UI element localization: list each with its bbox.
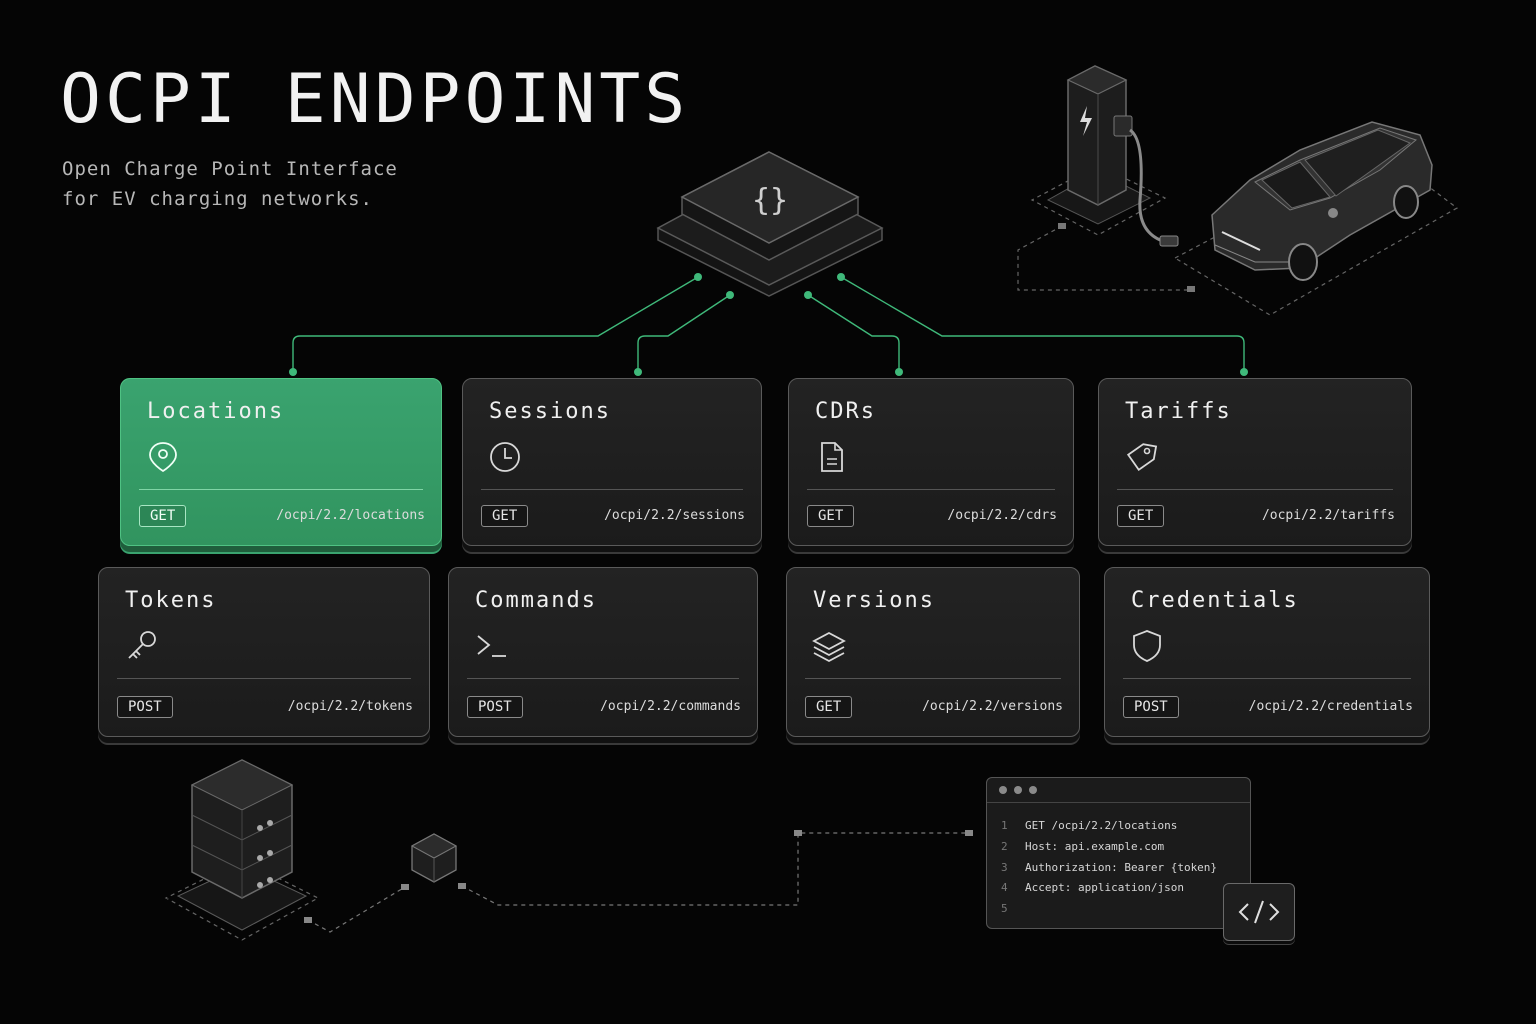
- line-number: 2: [1001, 839, 1008, 853]
- cube-node-icon: [410, 833, 458, 883]
- curly-braces-icon: {}: [656, 151, 884, 297]
- card-divider: [467, 678, 739, 679]
- tag-icon: [1126, 443, 1158, 472]
- card-divider: [1123, 678, 1411, 679]
- http-method-badge: POST: [467, 696, 523, 718]
- endpoint-title: Tokens: [125, 588, 217, 613]
- page-title: OCPI ENDPOINTS: [60, 60, 690, 139]
- card-divider: [139, 489, 423, 490]
- endpoint-path: /ocpi/2.2/commands: [600, 699, 741, 714]
- network-link-dots: [304, 830, 973, 923]
- endpoint-title: Locations: [147, 399, 285, 424]
- page-subtitle: Open Charge Point Interface for EV charg…: [62, 154, 398, 214]
- endpoint-path: /ocpi/2.2/locations: [276, 508, 425, 523]
- code-line: 5: [1001, 899, 1250, 920]
- endpoint-title: Credentials: [1131, 588, 1299, 613]
- endpoint-title: Tariffs: [1125, 399, 1232, 424]
- card-divider: [1117, 489, 1393, 490]
- line-number: 5: [1001, 902, 1008, 916]
- terminal-icon: [477, 635, 506, 657]
- subtitle-line-1: Open Charge Point Interface: [62, 158, 398, 180]
- hub-connectors: [292, 276, 1245, 372]
- endpoint-title: Commands: [475, 588, 597, 613]
- line-number: 3: [1001, 860, 1008, 874]
- endpoint-title: Sessions: [489, 399, 611, 424]
- code-line: 3 Authorization: Bearer {token}: [1001, 858, 1250, 879]
- clock-icon: [490, 442, 520, 472]
- endpoint-path: /ocpi/2.2/sessions: [604, 508, 745, 523]
- http-method-badge: GET: [807, 505, 855, 527]
- map-pin-icon: [149, 442, 177, 473]
- line-number: 1: [1001, 819, 1008, 832]
- code-brackets-icon: [1223, 883, 1295, 941]
- code-text: Accept: application/json: [1025, 881, 1184, 895]
- endpoint-path: /ocpi/2.2/versions: [922, 699, 1063, 714]
- endpoint-path: /ocpi/2.2/tariffs: [1261, 508, 1395, 523]
- code-text: Authorization: Bearer {token}: [1025, 860, 1218, 874]
- http-method-badge: GET: [805, 696, 853, 718]
- ev-charger-icon: [1017, 65, 1195, 292]
- endpoint-title: Versions: [813, 588, 935, 613]
- http-method-badge: POST: [1123, 696, 1179, 718]
- http-method-badge: POST: [117, 696, 173, 718]
- http-method-badge: GET: [139, 505, 187, 527]
- window-dot-icon: [1029, 786, 1037, 794]
- shield-icon: [1133, 630, 1161, 662]
- network-links: [307, 832, 968, 933]
- card-divider: [481, 489, 743, 490]
- endpoint-path: /ocpi/2.2/cdrs: [947, 508, 1057, 523]
- layers-icon: [812, 631, 846, 663]
- code-line: 4 Accept: application/json: [1001, 878, 1250, 899]
- card-divider: [805, 678, 1061, 679]
- card-divider: [117, 678, 411, 679]
- code-lines: 1 GET /ocpi/2.2/locations 2 Host: api.examp…: [987, 803, 1250, 920]
- key-icon: [128, 631, 156, 659]
- subtitle-line-2: for EV charging networks.: [62, 188, 373, 210]
- endpoint-path: /ocpi/2.2/credentials: [1248, 699, 1413, 714]
- server-stack-icon: [164, 759, 320, 941]
- code-window-titlebar: [987, 778, 1250, 803]
- window-dot-icon: [1014, 786, 1022, 794]
- electric-car-icon: [1173, 121, 1459, 316]
- code-line: 1 GET /ocpi/2.2/locations: [1001, 816, 1250, 837]
- endpoint-path: /ocpi/2.2/tokens: [287, 699, 413, 714]
- connector-dots: [289, 273, 1248, 376]
- card-divider: [807, 489, 1055, 490]
- line-number: 4: [1001, 881, 1008, 895]
- braces-glyph: {}: [752, 183, 788, 218]
- window-dot-icon: [999, 786, 1007, 794]
- code-text: Host: api.example.com: [1025, 839, 1165, 853]
- http-method-badge: GET: [1117, 505, 1165, 527]
- code-text: GET /ocpi/2.2/locations: [1025, 819, 1178, 832]
- document-icon: [821, 442, 843, 472]
- http-method-badge: GET: [481, 505, 529, 527]
- code-line: 2 Host: api.example.com: [1001, 837, 1250, 858]
- code-window: 1 GET /ocpi/2.2/locations 2 Host: api.examp…: [986, 777, 1251, 929]
- endpoint-title: CDRs: [815, 399, 876, 424]
